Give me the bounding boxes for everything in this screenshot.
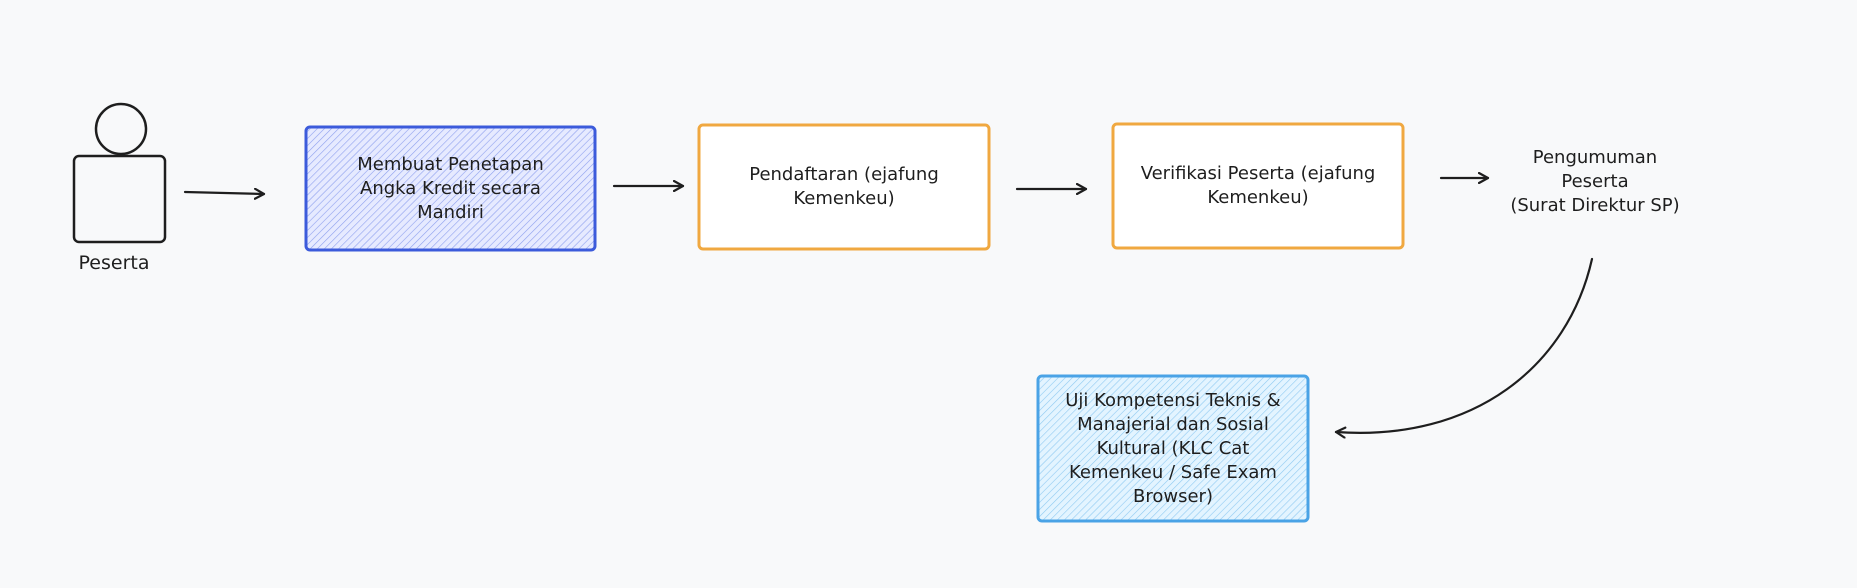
step-box-uji [1036, 374, 1310, 523]
arrow-actor-to-penetapan [183, 192, 266, 194]
step-label-pengumuman: Pengumuman Peserta (Surat Direktur SP) [1510, 147, 1680, 216]
step-box-pendaftaran [697, 123, 991, 251]
step-box-penetapan [304, 125, 597, 252]
step-label-penetapan: Membuat Penetapan Angka Kredit secara Ma… [357, 153, 544, 223]
person-icon [72, 102, 167, 244]
step-label-pendaftaran: Pendaftaran (ejafung Kemenkeu) [749, 164, 939, 209]
step-label-uji: Uji Kompetensi Teknis & Manajerial dan S… [1065, 389, 1281, 507]
step-box-verifikasi [1111, 122, 1405, 250]
arrow-pengumuman-to-uji [1334, 257, 1594, 433]
actor-label: Peserta [78, 252, 150, 274]
step-label-verifikasi: Verifikasi Peserta (ejafung Kemenkeu) [1140, 163, 1376, 208]
